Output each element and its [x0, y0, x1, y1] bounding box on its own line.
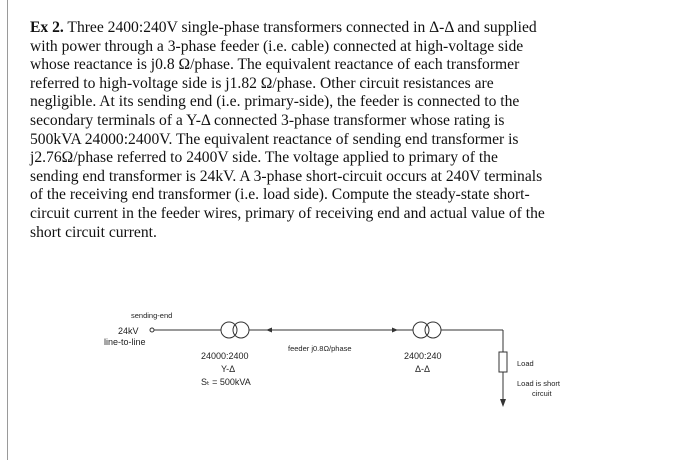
- load-symbol: [498, 351, 508, 373]
- problem-line-1: Ex 2. Three 2400:240V single-phase trans…: [30, 19, 690, 38]
- sending-end-label: sending-end: [131, 311, 172, 320]
- problem-text: Three 2400:240V single-phase transformer…: [63, 19, 537, 36]
- problem-line-6: secondary terminals of a Y-Δ connected 3…: [30, 111, 505, 129]
- t2-ratio: 2400:240: [404, 351, 442, 361]
- feeder-arrow-left: [266, 327, 272, 333]
- page-border: [7, 0, 8, 460]
- feeder-arrow-right: [392, 327, 398, 333]
- feeder-label: feeder j0.8Ω/phase: [288, 344, 352, 353]
- source-voltage-label: 24kV: [118, 326, 139, 336]
- example-label: Ex 2.: [30, 19, 64, 36]
- problem-statement: Ex 2. Three 2400:240V single-phase trans…: [30, 19, 690, 242]
- t2-connection: Δ-Δ: [415, 364, 430, 374]
- problem-line-4: referred to high-voltage side is j1.82 Ω…: [30, 74, 494, 92]
- source-terminal: [149, 327, 155, 333]
- problem-line-3: whose reactance is j0.8 Ω/phase. The equ…: [30, 56, 520, 74]
- source-type-label: line-to-line: [104, 337, 146, 347]
- load-label: Load: [517, 359, 534, 368]
- problem-line-9: sending end transformer is 24kV. A 3-pha…: [30, 167, 543, 185]
- problem-line-11: circuit current in the feeder wires, pri…: [30, 204, 545, 222]
- problem-line-10: of the receiving end transformer (i.e. l…: [30, 186, 530, 204]
- transformer-2-symbol: [412, 321, 442, 339]
- t1-connection: Y-Δ: [221, 364, 235, 374]
- fault-label-line-1: Load is short: [517, 379, 561, 388]
- problem-line-5: negligible. At its sending end (i.e. pri…: [30, 93, 520, 111]
- problem-line-7: 500kVA 24000:2400V. The equivalent react…: [30, 130, 519, 148]
- t1-rating: Sₜ = 500kVA: [201, 377, 251, 387]
- fault-label-line-2: circuit: [532, 389, 553, 398]
- transformer-1-symbol: [220, 321, 250, 339]
- problem-line-12: short circuit current.: [30, 223, 157, 241]
- t1-ratio: 24000:2400: [201, 351, 249, 361]
- fault-arrow: [500, 399, 506, 407]
- problem-line-8: j2.76Ω/phase referred to 2400V side. The…: [30, 149, 498, 167]
- problem-line-2: with power through a 3-phase feeder (i.e…: [30, 37, 524, 55]
